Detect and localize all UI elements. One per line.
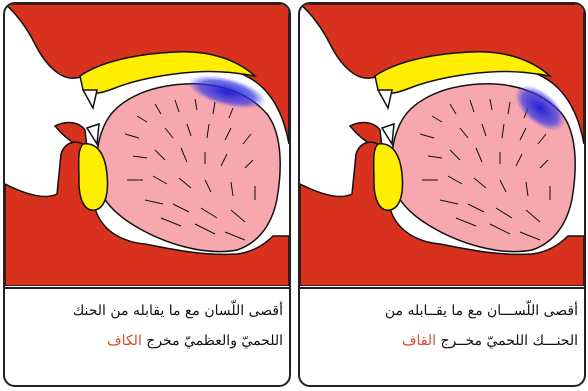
- caption-line-2: الحنـــك اللحميّ مخــرج القاف: [306, 326, 578, 356]
- upper-teeth: [83, 90, 97, 108]
- qaf-caption: أقصى اللّســـان مع ما يقــابله من الحنــ…: [306, 296, 578, 356]
- caption-text: الحنـــك اللحميّ مخــرج: [436, 333, 578, 349]
- caption-line-1: أقصى اللّسان مع ما يقابله من الحنك: [11, 296, 283, 326]
- caption-text: اللحميّ والعظميّ مخرج: [142, 333, 283, 349]
- highlighted-letter-name: الكاف: [107, 333, 142, 349]
- tongue: [96, 84, 280, 252]
- lower-teeth: [87, 124, 99, 144]
- highlighted-letter-name: القاف: [402, 333, 436, 349]
- lower-teeth: [382, 124, 394, 144]
- kaf-panel: أقصى اللّسان مع ما يقابله من الحنك اللحم…: [3, 2, 291, 387]
- kaf-caption: أقصى اللّسان مع ما يقابله من الحنك اللحم…: [11, 296, 283, 356]
- caption-line-1: أقصى اللّســـان مع ما يقــابله من: [306, 296, 578, 326]
- qaf-vocal-tract-diagram: [300, 4, 584, 286]
- upper-teeth: [378, 90, 392, 108]
- caption-line-2: اللحميّ والعظميّ مخرج الكاف: [11, 326, 283, 356]
- panel-divider: [300, 287, 584, 289]
- kaf-vocal-tract-diagram: [5, 4, 289, 286]
- qaf-panel: أقصى اللّســـان مع ما يقــابله من الحنــ…: [298, 2, 586, 387]
- panel-divider: [5, 287, 289, 289]
